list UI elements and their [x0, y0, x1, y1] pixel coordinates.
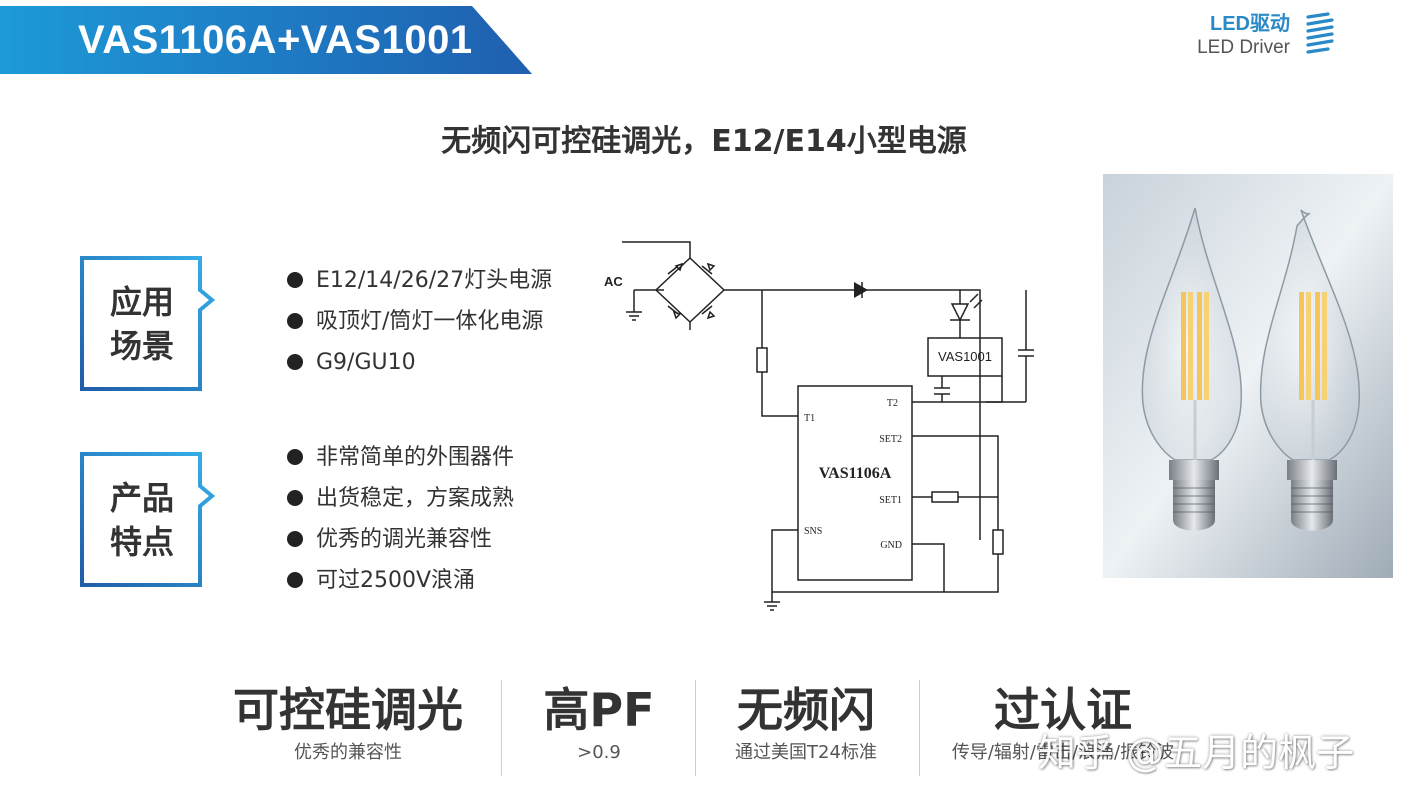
- feature-title: 无频闪: [737, 683, 875, 737]
- bullet-dot-icon: [287, 449, 303, 465]
- vas1106a-label: VAS1106A: [819, 465, 892, 482]
- feature-dimming: 可控硅调光 优秀的兼容性: [228, 682, 468, 768]
- divider: [919, 680, 920, 776]
- feature-bullets: 非常简单的外围器件 出货稳定，方案成熟 优秀的调光兼容性 可过2500V浪涌: [285, 437, 514, 601]
- header-banner: VAS1106A+VAS1001: [0, 6, 532, 74]
- section-label-line1: 产品: [109, 479, 174, 517]
- feature-title: 可控硅调光: [233, 683, 463, 737]
- feature-sub: 优秀的兼容性: [294, 742, 402, 763]
- feature-sub: 传导/辐射/雷击/浪涌/振铃波: [951, 742, 1175, 763]
- section-label-line2: 特点: [109, 523, 174, 561]
- feature-certification: 过认证 传导/辐射/雷击/浪涌/振铃波: [940, 682, 1186, 768]
- pin-t1: T1: [804, 413, 815, 424]
- feature-sub: 通过美国T24标准: [735, 742, 877, 763]
- section-label-application: 应用 场景: [80, 256, 220, 392]
- bullet-dot-icon: [287, 313, 303, 329]
- list-item: 非常简单的外围器件: [285, 437, 514, 478]
- bulb-photo: [1103, 174, 1393, 578]
- list-item: E12/14/26/27灯头电源: [285, 260, 552, 301]
- feature-sub: >0.9: [577, 742, 621, 763]
- feature-title: 过认证: [994, 683, 1132, 737]
- list-item: 吸顶灯/筒灯一体化电源: [285, 301, 552, 342]
- page-subtitle: 无频闪可控硅调光，E12/E14小型电源: [441, 124, 967, 159]
- stripes-logo-icon: [1302, 12, 1336, 64]
- feature-flicker-free: 无频闪 通过美国T24标准: [716, 682, 896, 768]
- list-item: G9/GU10: [285, 342, 552, 383]
- divider: [501, 680, 502, 776]
- circuit-schematic: AC VAS1001 VAS1106A T1 T2 SET2 SET1 SNS …: [590, 230, 1050, 624]
- vas1001-label: VAS1001: [938, 349, 992, 364]
- section-label-line2: 场景: [109, 327, 174, 365]
- feature-pf: 高PF >0.9: [526, 682, 672, 768]
- header-title: VAS1106A+VAS1001: [78, 18, 473, 62]
- brand: LED驱动 LED Driver: [1197, 12, 1290, 60]
- feature-title: 高PF: [543, 683, 655, 737]
- pin-set2: SET2: [879, 434, 902, 445]
- brand-line1: LED驱动: [1210, 13, 1290, 35]
- ac-label: AC: [604, 274, 623, 289]
- pin-set1: SET1: [879, 495, 902, 506]
- bullet-dot-icon: [287, 531, 303, 547]
- application-bullets: E12/14/26/27灯头电源 吸顶灯/筒灯一体化电源 G9/GU10: [285, 260, 552, 383]
- bullet-dot-icon: [287, 354, 303, 370]
- bullet-dot-icon: [287, 272, 303, 288]
- pin-gnd: GND: [880, 540, 902, 551]
- bullet-dot-icon: [287, 572, 303, 588]
- pin-t2: T2: [887, 398, 898, 409]
- brand-line2: LED Driver: [1197, 37, 1290, 58]
- watermark: 知乎 @五月的枫子: [1038, 731, 1355, 775]
- list-item: 出货稳定，方案成熟: [285, 478, 514, 519]
- section-label-features: 产品 特点: [80, 452, 220, 588]
- pin-sns: SNS: [804, 526, 822, 537]
- section-label-line1: 应用: [109, 283, 174, 321]
- divider: [695, 680, 696, 776]
- bullet-dot-icon: [287, 490, 303, 506]
- list-item: 优秀的调光兼容性: [285, 519, 514, 560]
- list-item: 可过2500V浪涌: [285, 560, 514, 601]
